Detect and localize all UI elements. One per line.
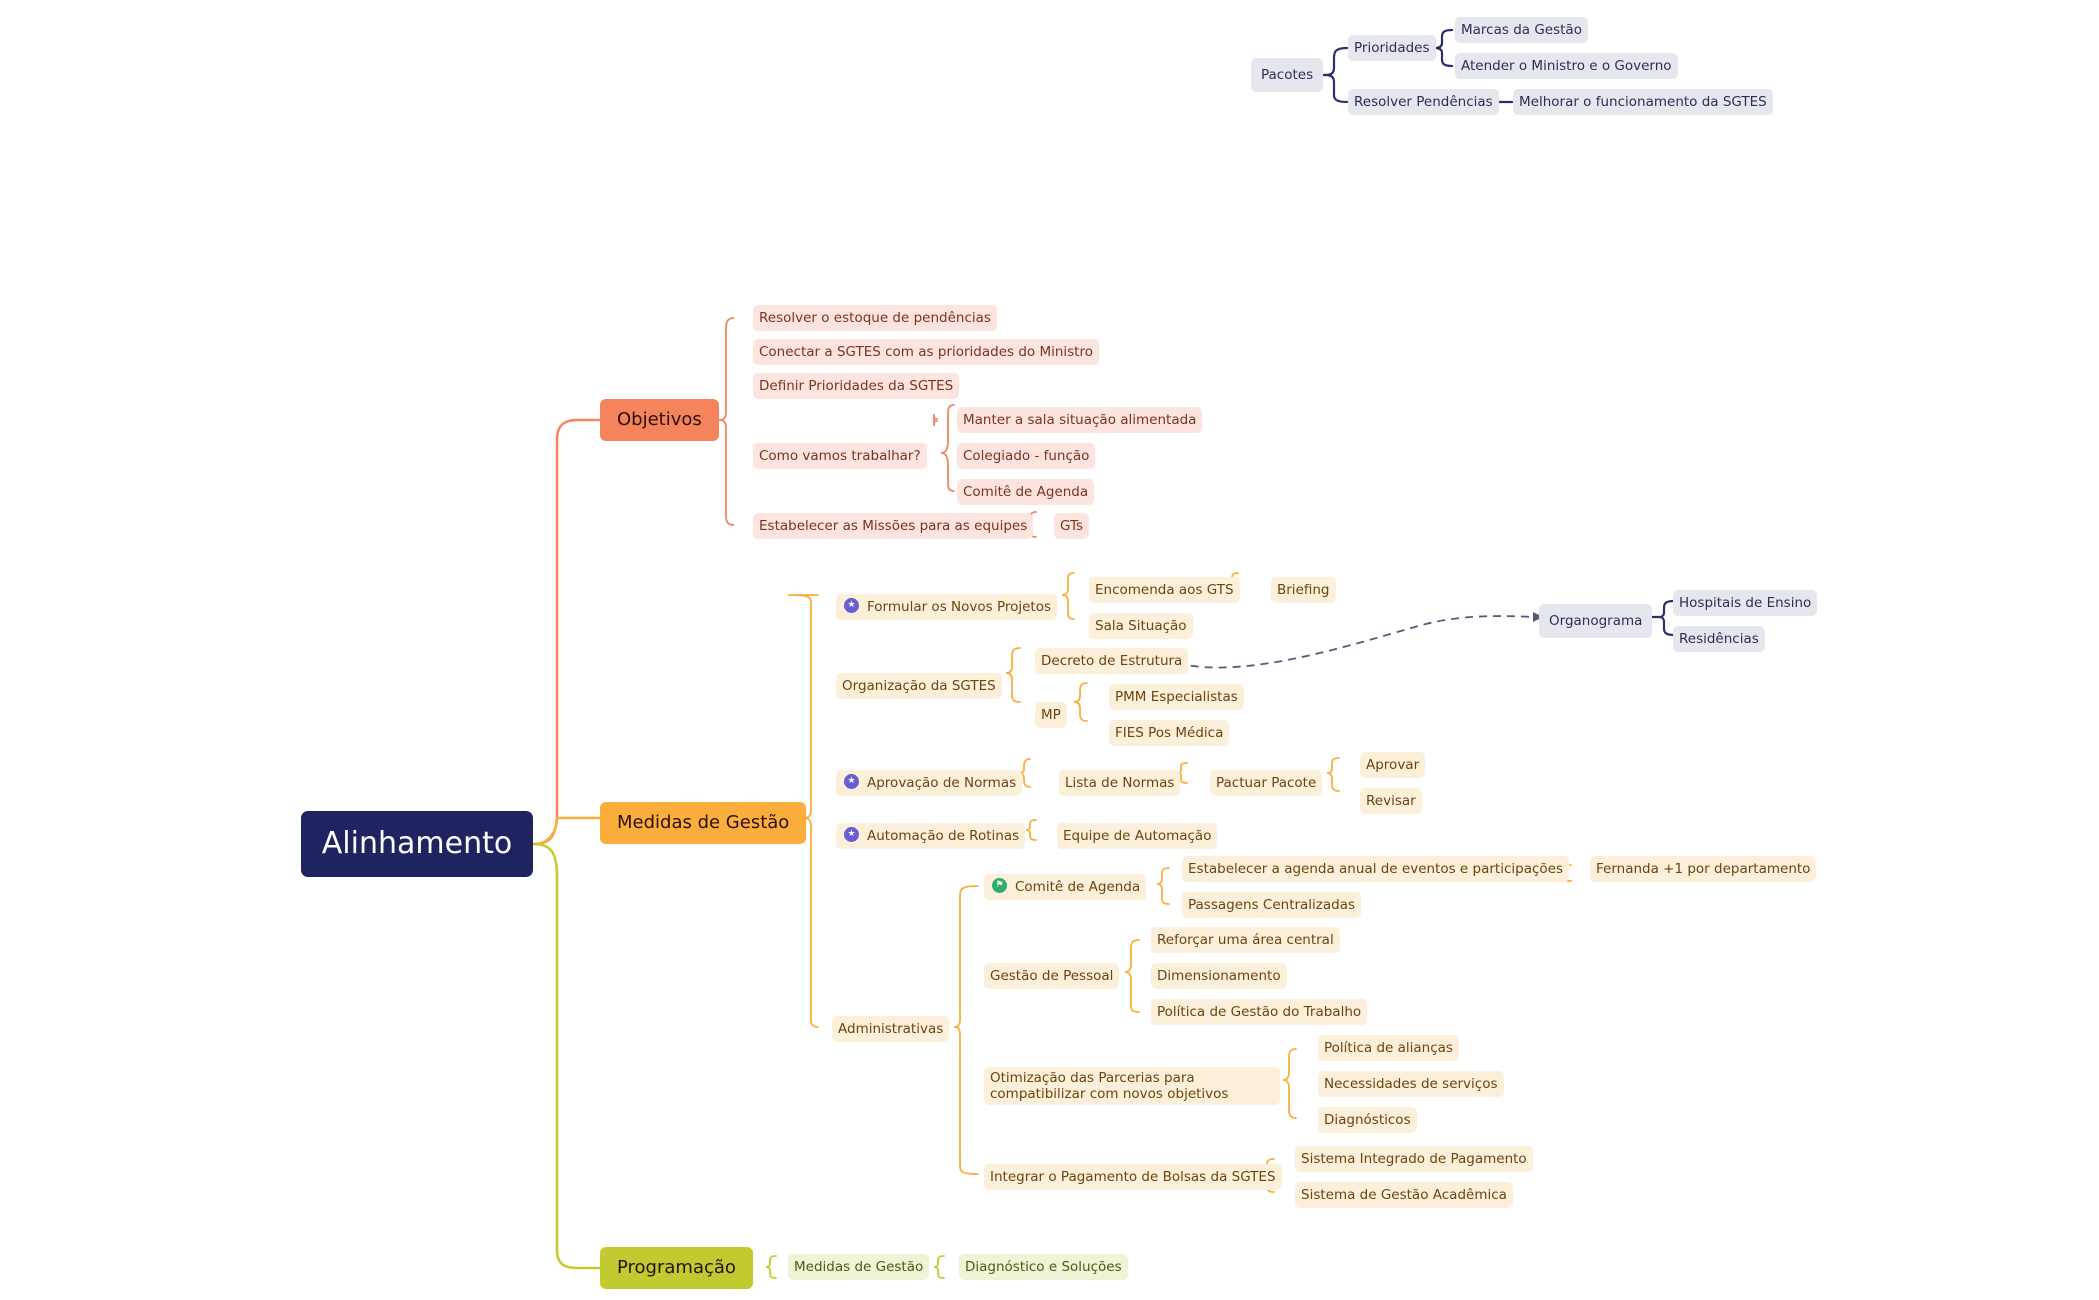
ot-item-necessidades[interactable]: Necessidades de serviços	[1318, 1071, 1504, 1097]
como-item-sala[interactable]: Manter a sala situação alimentada	[957, 407, 1203, 433]
encomenda-gts[interactable]: Encomenda aos GTS	[1089, 577, 1240, 603]
star-icon: ★	[844, 827, 859, 842]
objetivo-resolver[interactable]: Resolver o estoque de pendências	[753, 305, 997, 331]
como-vamos-trabalhar[interactable]: Como vamos trabalhar?	[753, 443, 927, 469]
revisar-node[interactable]: Revisar	[1360, 788, 1422, 814]
flag-icon: ⚑	[992, 878, 1007, 893]
gp-item-dimensionamento[interactable]: Dimensionamento	[1151, 963, 1287, 989]
ot-item-aliancas[interactable]: Política de alianças	[1318, 1035, 1459, 1061]
programacao-medidas[interactable]: Medidas de Gestão	[788, 1254, 930, 1280]
gp-item-politica[interactable]: Política de Gestão do Trabalho	[1151, 999, 1368, 1025]
formular-projetos[interactable]: ★Formular os Novos Projetos	[836, 594, 1058, 620]
estabelecer-missoes[interactable]: Estabelecer as Missões para as equipes	[753, 513, 1034, 539]
equipe-automacao[interactable]: Equipe de Automação	[1057, 823, 1218, 849]
gts-node[interactable]: GTs	[1054, 513, 1090, 539]
melhorar-funcionamento[interactable]: Melhorar o funcionamento da SGTES	[1513, 89, 1773, 115]
integrar-pagamento[interactable]: Integrar o Pagamento de Bolsas da SGTES	[984, 1164, 1282, 1190]
int-item-sga[interactable]: Sistema de Gestão Acadêmica	[1295, 1182, 1513, 1208]
fernanda-node[interactable]: Fernanda +1 por departamento	[1590, 856, 1817, 882]
objetivo-conectar[interactable]: Conectar a SGTES com as prioridades do M…	[753, 339, 1099, 365]
objetivo-definir[interactable]: Definir Prioridades da SGTES	[753, 373, 960, 399]
organograma-node[interactable]: Organograma	[1539, 604, 1653, 638]
lista-normas[interactable]: Lista de Normas	[1059, 770, 1181, 796]
resolver-pendencias[interactable]: Resolver Pendências	[1348, 89, 1499, 115]
decreto-estrutura[interactable]: Decreto de Estrutura	[1035, 648, 1189, 674]
organograma-hospitais[interactable]: Hospitais de Ensino	[1673, 590, 1818, 616]
estabelecer-agenda[interactable]: Estabelecer a agenda anual de eventos e …	[1182, 856, 1570, 882]
aprovar-node[interactable]: Aprovar	[1360, 752, 1426, 778]
int-item-sip[interactable]: Sistema Integrado de Pagamento	[1295, 1146, 1533, 1172]
automacao-rotinas[interactable]: ★Automação de Rotinas	[836, 823, 1026, 849]
gestao-pessoal[interactable]: Gestão de Pessoal	[984, 963, 1120, 989]
medidas-node[interactable]: Medidas de Gestão	[600, 802, 807, 844]
aprovacao-normas[interactable]: ★Aprovação de Normas	[836, 770, 1023, 796]
como-item-comite[interactable]: Comitê de Agenda	[957, 479, 1095, 505]
gp-item-reforcar[interactable]: Reforçar uma área central	[1151, 927, 1340, 953]
prioridade-atender[interactable]: Atender o Ministro e o Governo	[1455, 53, 1678, 79]
como-item-colegiado[interactable]: Colegiado - função	[957, 443, 1096, 469]
pacotes-node[interactable]: Pacotes	[1251, 58, 1324, 92]
sala-situacao[interactable]: Sala Situação	[1089, 613, 1193, 639]
organizacao-sgtes[interactable]: Organização da SGTES	[836, 673, 1002, 699]
passagens-centralizadas[interactable]: Passagens Centralizadas	[1182, 892, 1362, 918]
star-icon: ★	[844, 774, 859, 789]
comite-agenda[interactable]: ⚑Comitê de Agenda	[984, 874, 1147, 900]
administrativas-node[interactable]: Administrativas	[832, 1016, 950, 1042]
prioridade-marcas[interactable]: Marcas da Gestão	[1455, 17, 1588, 43]
organograma-residencias[interactable]: Residências	[1673, 626, 1765, 652]
ot-item-diagnosticos[interactable]: Diagnósticos	[1318, 1107, 1417, 1133]
programacao-node[interactable]: Programação	[600, 1247, 753, 1289]
mp-item-fies[interactable]: FIES Pos Médica	[1109, 720, 1230, 746]
star-icon: ★	[844, 598, 859, 613]
pactuar-pacote[interactable]: Pactuar Pacote	[1210, 770, 1323, 796]
objetivos-node[interactable]: Objetivos	[600, 399, 719, 441]
root-node[interactable]: Alinhamento	[301, 811, 533, 877]
mp-item-pmm[interactable]: PMM Especialistas	[1109, 684, 1244, 710]
briefing-node[interactable]: Briefing	[1271, 577, 1336, 603]
diagnostico-solucoes[interactable]: Diagnóstico e Soluções	[959, 1254, 1128, 1280]
mp-node[interactable]: MP	[1035, 702, 1067, 728]
otimizacao-parcerias[interactable]: Otimização das Parcerias para compatibil…	[984, 1067, 1280, 1105]
prioridades-node[interactable]: Prioridades	[1348, 35, 1436, 61]
